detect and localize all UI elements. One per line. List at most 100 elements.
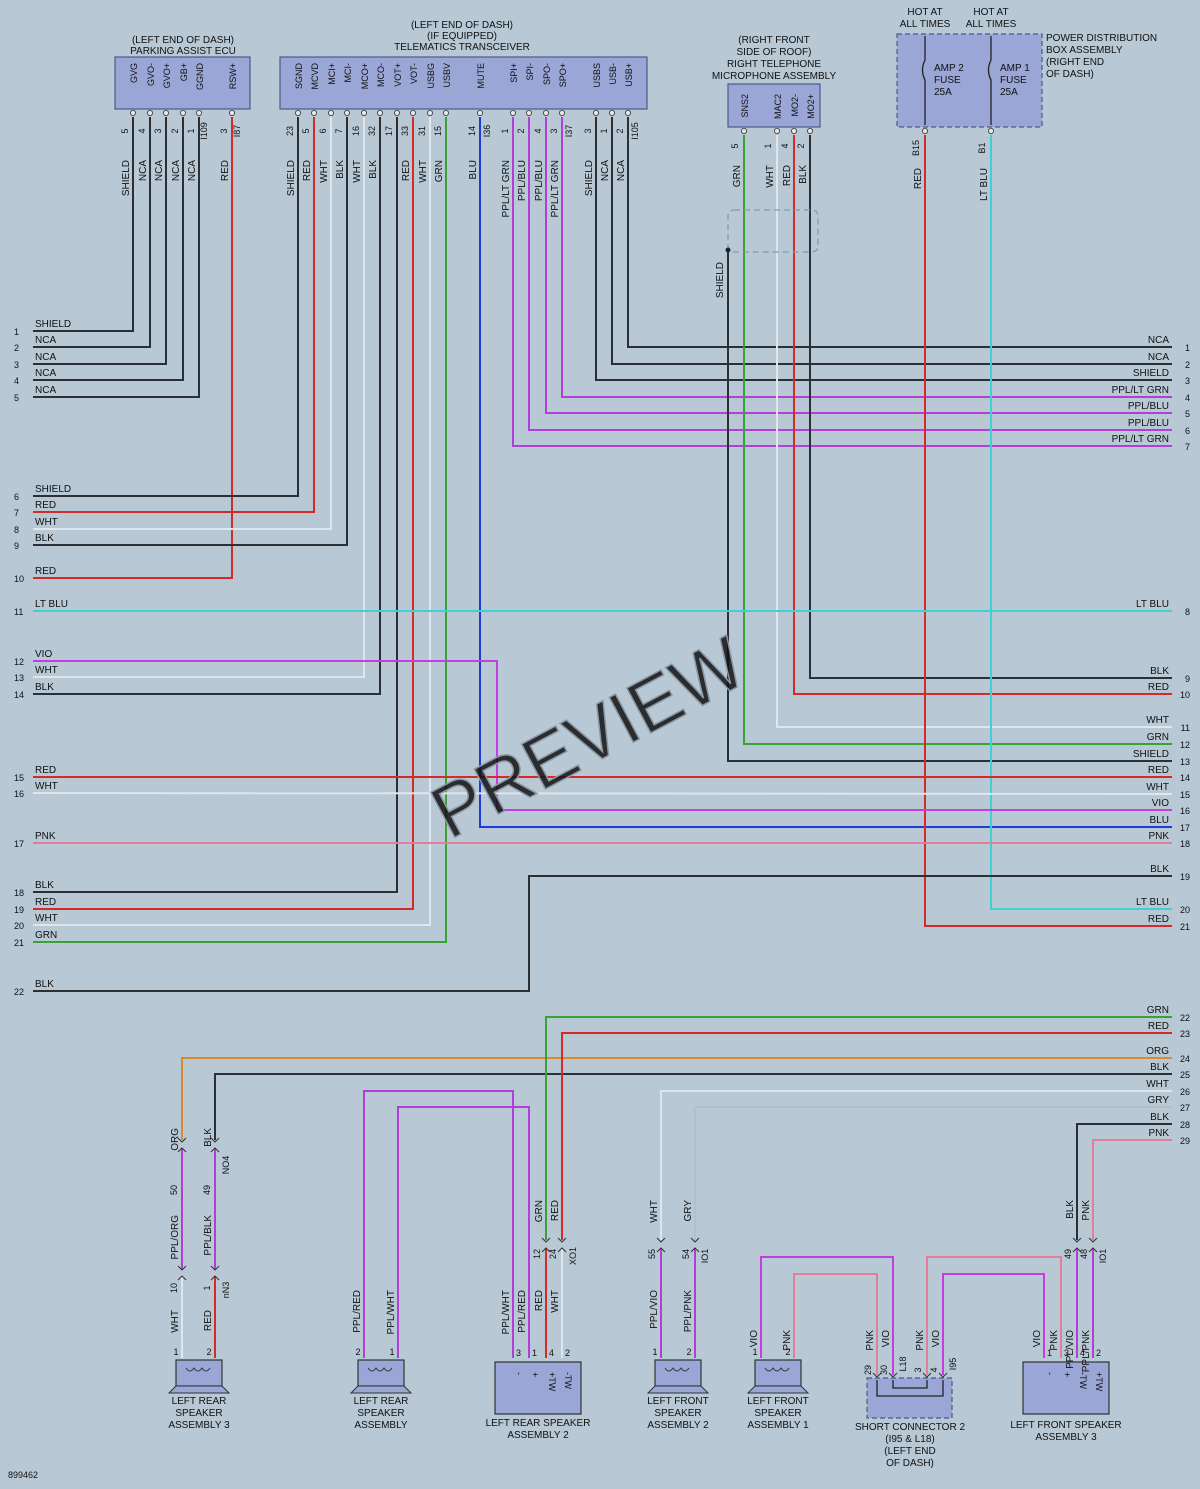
microphone-pin-number: 2 bbox=[796, 143, 806, 148]
telematics-terminal: USBG bbox=[426, 63, 436, 89]
telematics-pin-number: 17 bbox=[384, 126, 394, 136]
telematics-terminal: MCVD bbox=[310, 63, 320, 90]
lr2-speaker-pin: 3 bbox=[516, 1348, 521, 1358]
right-edge-color-label: RED bbox=[1148, 682, 1169, 693]
right-edge-color-label: WHT bbox=[1146, 715, 1169, 726]
left-edge-number: 18 bbox=[14, 888, 24, 898]
telematics-wire-label: WHT bbox=[352, 160, 363, 183]
left-rear-speaker bbox=[357, 1359, 405, 1387]
right-edge-number: 6 bbox=[1185, 426, 1190, 436]
telematics-pin bbox=[543, 110, 550, 117]
lf1-wire bbox=[760, 1256, 894, 1375]
fuse-label: 25A bbox=[1000, 87, 1018, 98]
telematics-title: (LEFT END OF DASH) bbox=[411, 20, 513, 31]
telematics-terminal: SPI- bbox=[525, 63, 535, 81]
lf3-speaker-pin: 2 bbox=[1096, 1348, 1101, 1358]
telematics-pin bbox=[393, 110, 400, 117]
left-edge-number: 12 bbox=[14, 657, 24, 667]
short-connector-wire-label: PNK bbox=[865, 1330, 876, 1351]
lf3-upper-wire bbox=[1076, 1123, 1172, 1240]
telematics-wire bbox=[33, 117, 414, 910]
right-edge-number: 5 bbox=[1185, 409, 1190, 419]
telematics-terminal: MCI+ bbox=[327, 63, 337, 85]
right-edge-color-label: BLK bbox=[1150, 1062, 1169, 1073]
left-edge-number: 7 bbox=[14, 508, 19, 518]
parking-assist-wire-label: NCA bbox=[154, 160, 165, 181]
lr2-speaker-terminal: - bbox=[514, 1372, 524, 1375]
telematics-wire-label: PPL/LT GRN bbox=[501, 160, 512, 217]
lr2-speaker-pin: 4 bbox=[549, 1348, 554, 1358]
telematics-wire bbox=[33, 117, 315, 513]
parking-assist-terminal: GVO+ bbox=[162, 63, 172, 88]
left-front-speaker-2-label: ASSEMBLY 2 bbox=[647, 1420, 709, 1431]
short-connector-id: I95 bbox=[948, 1358, 958, 1371]
right-edge-color-label: PPL/BLU bbox=[1128, 418, 1169, 429]
right-edge-color-label: VIO bbox=[1152, 798, 1169, 809]
short-connector-chevron bbox=[938, 1372, 948, 1378]
lf3-upper-wire bbox=[1092, 1139, 1172, 1240]
lr3-wire-label: WHT bbox=[170, 1310, 181, 1333]
left-edge-number: 10 bbox=[14, 574, 24, 584]
telematics-transceiver-box bbox=[279, 56, 648, 110]
lr2-speaker-terminal: + bbox=[530, 1372, 540, 1377]
lf2-upper-wire bbox=[660, 1090, 1172, 1240]
telematics-terminal: VOT+ bbox=[393, 63, 403, 87]
microphone-pin-number: 4 bbox=[780, 143, 790, 148]
power-pin-number: B1 bbox=[977, 142, 987, 153]
microphone-pin-number: 5 bbox=[730, 143, 740, 148]
lr3-connector2-id: nN3 bbox=[221, 1282, 231, 1299]
left-rear-speaker-2-label: LEFT REAR SPEAKER bbox=[486, 1418, 591, 1429]
fuse-label: AMP 1 bbox=[1000, 63, 1030, 74]
left-edge-number: 4 bbox=[14, 376, 19, 386]
telematics-wire-label: WHT bbox=[319, 160, 330, 183]
parking-assist-wire bbox=[33, 117, 151, 348]
passthrough-wire bbox=[32, 792, 1173, 795]
telematics-wire bbox=[33, 117, 381, 695]
short-connector-2-label: SHORT CONNECTOR 2 bbox=[855, 1422, 965, 1433]
parking-assist-wire-label: SHIELD bbox=[121, 160, 132, 196]
shield-braid bbox=[727, 209, 819, 253]
lr3-connector-chevron bbox=[210, 1147, 220, 1153]
telematics-wire-label: NCA bbox=[616, 160, 627, 181]
short-connector-pin: 3 bbox=[913, 1367, 923, 1372]
telematics-connector-id: I37 bbox=[564, 125, 574, 138]
lf3-connector-pin: 48 bbox=[1079, 1249, 1089, 1259]
power-wire bbox=[924, 135, 1172, 927]
left-edge-color-label: BLK bbox=[35, 979, 54, 990]
microphone-title: SIDE OF ROOF) bbox=[737, 47, 812, 58]
passthrough-wire bbox=[33, 660, 1172, 811]
left-rear-speaker-label: SPEAKER bbox=[357, 1408, 404, 1419]
telematics-terminal: MCI- bbox=[343, 63, 353, 83]
parking-assist-pin-number: 2 bbox=[170, 128, 180, 133]
lf2-speaker-pin: 2 bbox=[686, 1347, 691, 1357]
right-edge-number: 18 bbox=[1180, 839, 1190, 849]
lf3-wire-label: VIO bbox=[1032, 1330, 1043, 1347]
right-edge-color-label: BLK bbox=[1150, 666, 1169, 677]
right-edge-color-label: LT BLU bbox=[1136, 599, 1169, 610]
right-edge-color-label: WHT bbox=[1146, 1079, 1169, 1090]
microphone-wire bbox=[793, 135, 1172, 695]
lr2-wire-label: RED bbox=[534, 1290, 545, 1311]
lr2-upper-wire bbox=[561, 1032, 1172, 1240]
right-edge-number: 9 bbox=[1185, 674, 1190, 684]
power-box-title: (RIGHT END bbox=[1046, 57, 1104, 68]
left-edge-number: 11 bbox=[14, 607, 23, 617]
right-edge-color-label: RED bbox=[1148, 914, 1169, 925]
telematics-pin-number: 23 bbox=[285, 126, 295, 136]
telematics-pin bbox=[310, 110, 317, 117]
telematics-pin-number: 5 bbox=[301, 128, 311, 133]
lr3-connector-pin: 49 bbox=[202, 1185, 212, 1195]
telematics-wire-label: GRN bbox=[434, 160, 445, 182]
shield-wire bbox=[727, 250, 1172, 762]
lf3-speaker-terminal: -TW bbox=[1078, 1372, 1088, 1389]
telematics-wire bbox=[611, 117, 1172, 365]
lr-wire-label: PPL/WHT bbox=[386, 1290, 397, 1334]
parking-assist-wire-label: NCA bbox=[138, 160, 149, 181]
lr2-connector-chevron bbox=[557, 1247, 567, 1253]
lr-speaker-pin: 1 bbox=[389, 1347, 394, 1357]
parking-assist-pin-number: 5 bbox=[120, 128, 130, 133]
short-connector-id: L18 bbox=[898, 1356, 908, 1371]
parking-assist-connector-id: I109 bbox=[199, 122, 209, 140]
lf2-connector-chevron bbox=[656, 1237, 666, 1243]
telematics-pin bbox=[343, 110, 350, 117]
